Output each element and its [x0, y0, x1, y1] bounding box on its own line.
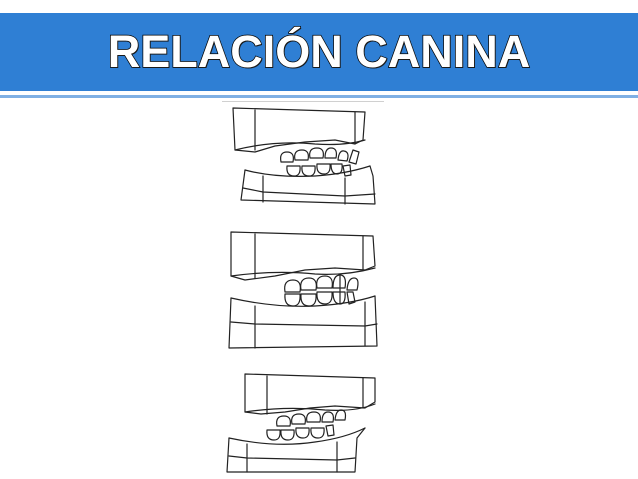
title-divider: [0, 95, 638, 98]
dental-models-occlusion-icon: [228, 231, 378, 349]
slide-title: RELACIÓN CANINA: [107, 25, 531, 78]
figure-divider: [222, 101, 384, 102]
dental-models-occlusion-icon: [232, 107, 376, 205]
dental-models-occlusion-icon: [226, 373, 376, 473]
title-bar: RELACIÓN CANINA: [0, 13, 638, 91]
canine-relationship-diagram: [215, 100, 395, 476]
